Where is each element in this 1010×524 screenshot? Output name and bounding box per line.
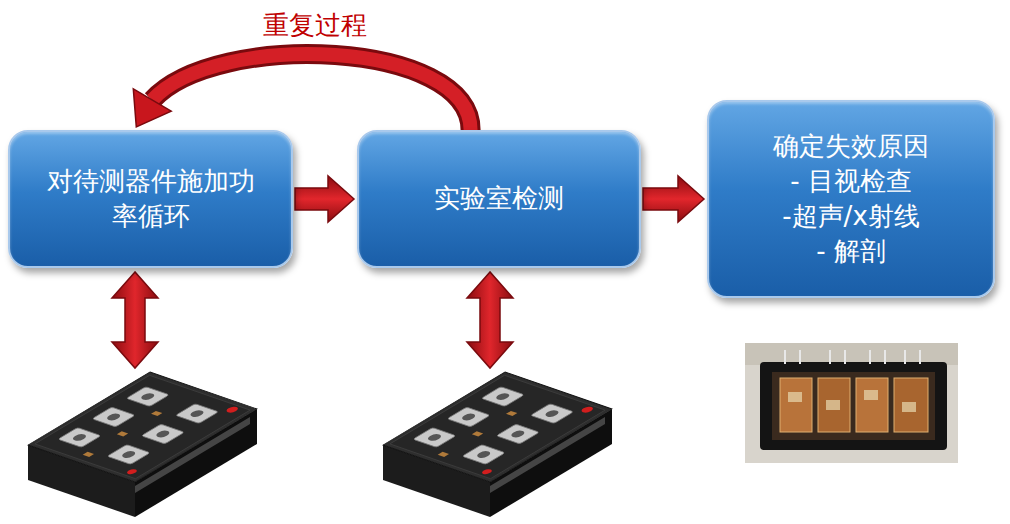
flow-arrow xyxy=(643,176,704,222)
box-text: - 目视检查 xyxy=(790,164,912,199)
box-text: 确定失效原因 xyxy=(773,129,929,164)
arrow-shape xyxy=(152,54,470,130)
box-text: 对待测器件施加功率循环 xyxy=(36,164,265,234)
arrow-head xyxy=(133,89,171,127)
flow-arrow xyxy=(295,176,354,222)
box-text: 实验室检测 xyxy=(434,181,564,216)
box-text: -超声/x射线 xyxy=(782,199,920,234)
edge-label: 重复过程 xyxy=(259,10,371,41)
flow-arrow xyxy=(133,54,470,130)
arrow-shape xyxy=(295,176,354,222)
process-box: 对待测器件施加功率循环 xyxy=(8,130,293,268)
arrow-shape xyxy=(643,176,704,222)
process-box: 实验室检测 xyxy=(357,130,641,268)
arrow-shape xyxy=(152,54,470,130)
process-box: 确定失效原因- 目视检查-超声/x射线- 解剖 xyxy=(707,100,995,298)
box-text: - 解剖 xyxy=(816,234,886,269)
